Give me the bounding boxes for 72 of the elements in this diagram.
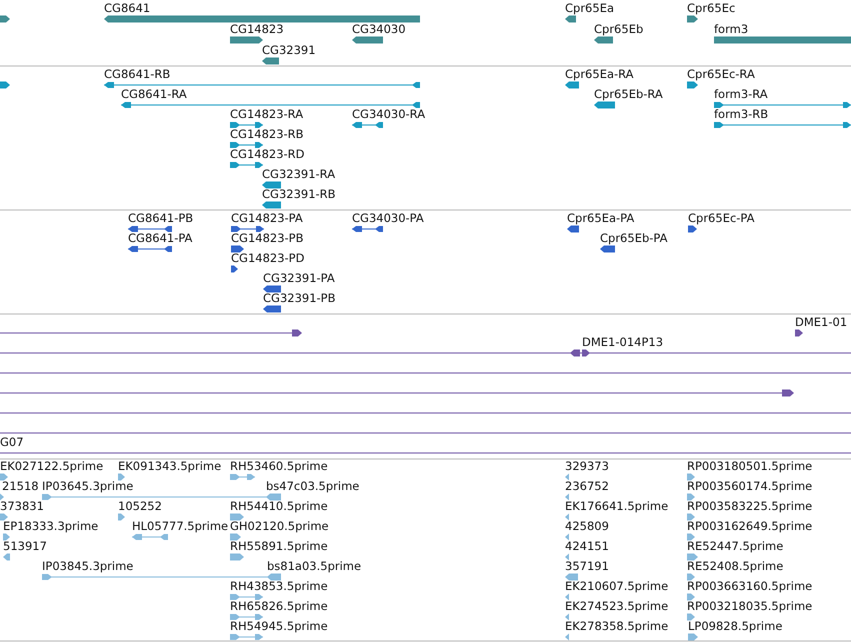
feature-label: CG8641-PA bbox=[128, 231, 192, 245]
feature-label: 329373 bbox=[565, 459, 609, 473]
feature-label: form3-RB bbox=[714, 107, 768, 121]
feature-label: 105252 bbox=[118, 499, 162, 513]
feature-label: CG32391-PA bbox=[263, 271, 335, 285]
feature-label: Cpr65Ea-PA bbox=[567, 211, 634, 225]
feature-label: Cpr65Eb-RA bbox=[594, 87, 663, 101]
feature-label: 513917 bbox=[3, 539, 47, 553]
feature-label: RP003560174.5prime bbox=[687, 479, 812, 493]
feature-label: CG34030-PA bbox=[352, 211, 424, 225]
feature-label: CG14823-RB bbox=[230, 127, 304, 141]
feature-label: RH54945.5prime bbox=[230, 619, 328, 633]
feature-label: CG32391 bbox=[262, 43, 316, 57]
feature-label: 357191 bbox=[565, 559, 609, 573]
feature-label: CG14823-RD bbox=[230, 147, 305, 161]
feature-label: form3 bbox=[714, 22, 748, 36]
feature-label: CG8641-PB bbox=[128, 211, 194, 225]
feature-label: Cpr65Ea-RA bbox=[565, 67, 634, 81]
feature-label: RE52447.5prime bbox=[687, 539, 784, 553]
feature-label: Cpr65Ec bbox=[687, 1, 736, 15]
feature-label: CG32391-PB bbox=[263, 291, 336, 305]
feature-label: CG14823-RA bbox=[230, 107, 304, 121]
feature-label: bs47c03.5prime bbox=[266, 479, 360, 493]
feature-label: CG8641-RB bbox=[104, 67, 170, 81]
feature-label: EP18333.3prime bbox=[3, 519, 98, 533]
feature-label: CG14823-PD bbox=[231, 251, 304, 265]
feature-label: RH55891.5prime bbox=[230, 539, 328, 553]
feature-label: DME1-01 bbox=[795, 315, 848, 329]
feature-label: CG32391-RA bbox=[262, 167, 336, 181]
feature-label: EK274523.5prime bbox=[565, 599, 668, 613]
feature-label: RP003180501.5prime bbox=[687, 459, 812, 473]
feature-label: EK210607.5prime bbox=[565, 579, 668, 593]
feature-label: CG8641 bbox=[104, 1, 150, 15]
feature-label: CG32391-RB bbox=[262, 187, 336, 201]
feature-label: Cpr65Eb-PA bbox=[600, 231, 668, 245]
feature-label: EK091343.5prime bbox=[118, 459, 222, 473]
feature-label: RH65826.5prime bbox=[230, 599, 328, 613]
feature-label: GH02120.5prime bbox=[230, 519, 329, 533]
feature-label: CG14823 bbox=[230, 22, 284, 36]
feature-label: DME1-014P13 bbox=[582, 335, 664, 349]
feature-label: 424151 bbox=[565, 539, 609, 553]
feature-label: G07 bbox=[0, 435, 24, 449]
feature-label: bs81a03.5prime bbox=[267, 559, 362, 573]
feature-label: HL05777.5prime bbox=[132, 519, 228, 533]
feature-label: 236752 bbox=[565, 479, 609, 493]
feature-label: Cpr65Ec-PA bbox=[688, 211, 754, 225]
feature-label: EK278358.5prime bbox=[565, 619, 668, 633]
feature-label: Cpr65Eb bbox=[594, 22, 644, 36]
feature-label: 373831 bbox=[0, 499, 44, 513]
feature-label: 425809 bbox=[565, 519, 609, 533]
feature-label: RH53460.5prime bbox=[230, 459, 328, 473]
feature-label: RH54410.5prime bbox=[230, 499, 328, 513]
feature-label: RP003218035.5prime bbox=[687, 599, 812, 613]
feature-label: RP003663160.5prime bbox=[687, 579, 812, 593]
feature-label: Cpr65Ea bbox=[565, 1, 614, 15]
feature-label: IP03845.3prime bbox=[42, 559, 134, 573]
feature-label: RP003583225.5prime bbox=[687, 499, 812, 513]
feature-label: Cpr65Ec-RA bbox=[687, 67, 755, 81]
feature-label: 21518 bbox=[2, 479, 39, 493]
feature-label: CG34030 bbox=[352, 22, 406, 36]
feature-label: RE52408.5prime bbox=[687, 559, 784, 573]
feature-label: EK027122.5prime bbox=[0, 459, 104, 473]
feature-label: EK176641.5prime bbox=[565, 499, 668, 513]
feature-label: CG14823-PB bbox=[231, 231, 304, 245]
feature-label: CG8641-RA bbox=[121, 87, 187, 101]
feature-label: RP003162649.5prime bbox=[687, 519, 812, 533]
feature-label: form3-RA bbox=[714, 87, 768, 101]
feature-label: IP03645.3prime bbox=[42, 479, 134, 493]
feature-label: CG14823-PA bbox=[231, 211, 303, 225]
feature-label: RH43853.5prime bbox=[230, 579, 328, 593]
feature-label: CG34030-RA bbox=[352, 107, 426, 121]
feature-label: LP09828.5prime bbox=[688, 619, 782, 633]
